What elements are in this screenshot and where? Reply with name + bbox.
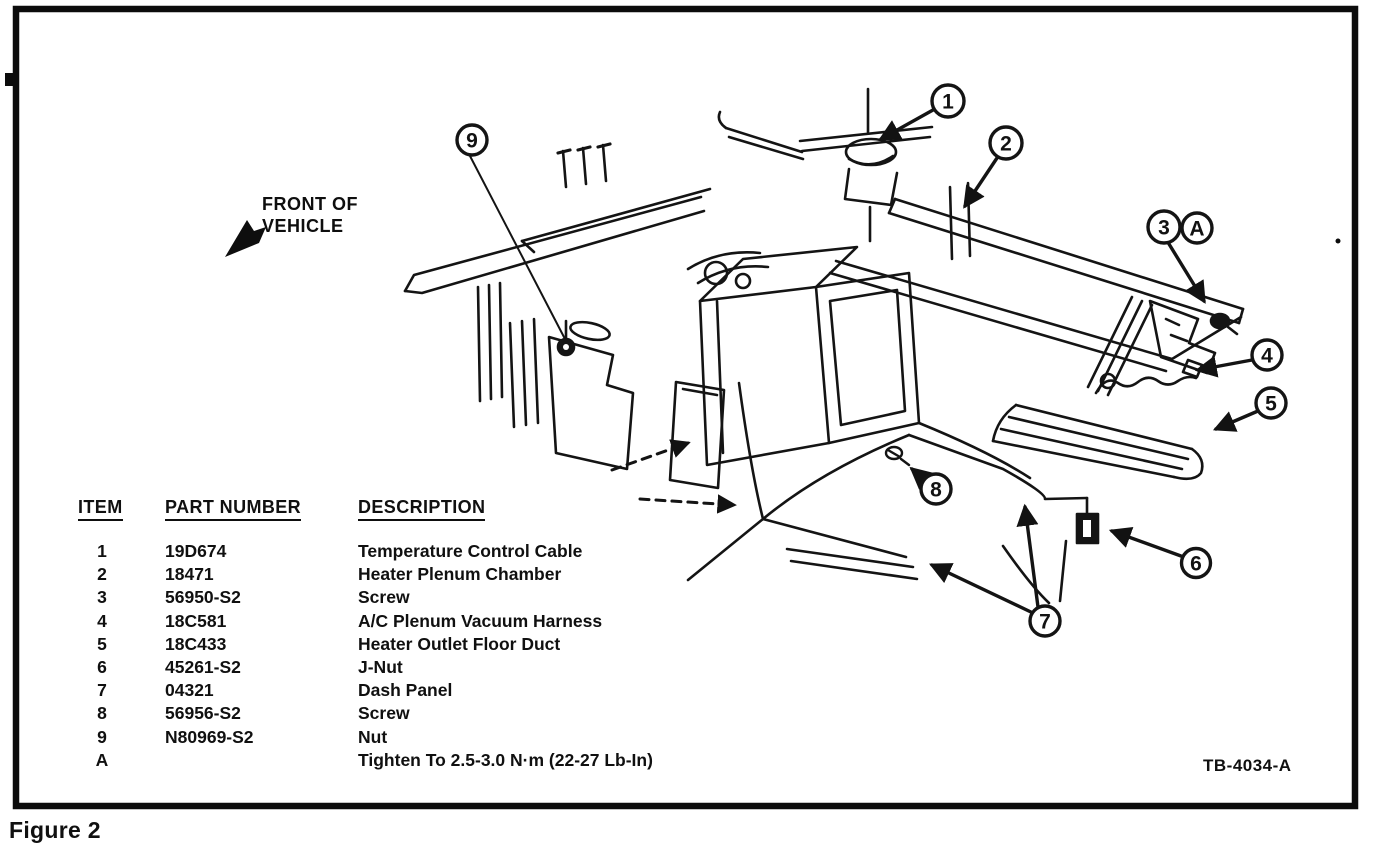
dash-panel-item7: [686, 381, 1089, 605]
callout-2: 2: [988, 125, 1024, 161]
assembly-line-art: [403, 87, 1245, 605]
cell-item: 4: [97, 610, 107, 631]
callout-6: 6: [1179, 546, 1213, 580]
leader-4: [1194, 355, 1254, 378]
header-item: ITEM: [78, 497, 123, 521]
ink-speck: [1335, 238, 1341, 244]
cell-description: Heater Plenum Chamber: [358, 564, 562, 585]
front-of-vehicle-arrow-icon: [225, 220, 266, 257]
cell-description: Temperature Control Cable: [358, 541, 583, 561]
cell-item: 1: [97, 541, 107, 561]
cell-description: J-Nut: [358, 656, 403, 677]
table-row: 1 19D674 Temperature Control Cable: [0, 541, 1376, 564]
cell-description: Screw: [358, 703, 410, 724]
svg-text:4: 4: [1261, 345, 1273, 368]
front-label-line1: FRONT OF: [262, 194, 358, 214]
callout-leaders: [469, 108, 1260, 615]
leader-3: [1167, 242, 1206, 304]
table-row: 4 18C581 A/C Plenum Vacuum Harness: [0, 611, 1376, 634]
cell-item: 6: [97, 656, 107, 677]
cell-part-number: 18C581: [165, 610, 227, 631]
svg-text:9: 9: [466, 130, 478, 153]
cell-part-number: 45261-S2: [165, 656, 241, 677]
cell-part-number: 04321: [165, 680, 214, 701]
cell-part-number: N80969-S2: [165, 726, 254, 747]
header-description: DESCRIPTION: [358, 497, 486, 521]
leader-9: [469, 155, 566, 340]
svg-text:8: 8: [930, 479, 942, 502]
callout-8: 8: [919, 472, 953, 506]
front-label-line2: VEHICLE: [262, 216, 344, 236]
leader-1: [878, 108, 935, 141]
cell-description: Screw: [358, 587, 410, 608]
front-of-vehicle-label: FRONT OF VEHICLE: [262, 193, 358, 237]
cell-description: Nut: [358, 726, 388, 747]
callout-3: 3: [1146, 209, 1182, 245]
callout-A: A: [1180, 211, 1214, 245]
callout-balloons: 1 2 3 A 4 5 6: [455, 83, 1288, 638]
table-row: 8 56956-S2 Screw: [0, 703, 1376, 726]
drawing-number: TB-4034-A: [1203, 756, 1292, 775]
floor-duct-item5: [991, 403, 1204, 481]
j-nut-item6: [1075, 512, 1100, 545]
cell-item: A: [95, 749, 109, 770]
callout-7: 7: [1028, 604, 1062, 638]
cell-item: 8: [97, 703, 107, 724]
callout-9: 9: [455, 123, 489, 157]
cell-item: 5: [97, 633, 107, 654]
leader-2: [963, 156, 999, 209]
leader-5: [1212, 409, 1260, 432]
table-row: 7 04321 Dash Panel: [0, 680, 1376, 703]
table-row: 2 18471 Heater Plenum Chamber: [0, 564, 1376, 587]
screw-bracket-item3: [1148, 299, 1239, 375]
mount-bracket-panel: [547, 319, 635, 471]
temp-control-cable-assembly: [717, 87, 934, 243]
cell-description: A/C Plenum Vacuum Harness: [358, 610, 603, 631]
cell-item: 2: [97, 564, 107, 585]
nut-item9: [556, 337, 576, 357]
cell-part-number: 56956-S2: [165, 703, 241, 724]
svg-text:3: 3: [1158, 217, 1170, 240]
cell-part-number: 56950-S2: [165, 587, 241, 608]
leader-7b: [929, 563, 1035, 615]
cell-item: 7: [97, 680, 107, 701]
svg-text:1: 1: [942, 91, 954, 114]
svg-text:A: A: [1189, 218, 1204, 241]
cowl-hatch-strips: [476, 281, 540, 429]
callout-1: 1: [930, 83, 966, 119]
table-row: 3 56950-S2 Screw: [0, 587, 1376, 610]
callout-4: 4: [1250, 338, 1284, 372]
svg-text:6: 6: [1190, 553, 1202, 576]
svg-text:5: 5: [1265, 393, 1277, 416]
svg-text:7: 7: [1039, 611, 1051, 634]
frame-noise-mark: [5, 73, 14, 86]
header-part-number: PART NUMBER: [165, 497, 302, 521]
dashed-arrows: [610, 439, 737, 514]
table-row: 9 N80969-S2 Nut: [0, 727, 1376, 750]
cell-part-number: 19D674: [165, 541, 227, 561]
leader-7a: [1016, 503, 1040, 609]
svg-text:2: 2: [1000, 133, 1012, 156]
table-row: 6 45261-S2 J-Nut: [0, 657, 1376, 680]
cell-description: Heater Outlet Floor Duct: [358, 633, 561, 654]
screw-item8: [884, 445, 911, 467]
cell-description: Dash Panel: [358, 680, 453, 701]
cowl-top-panel: [403, 142, 712, 295]
callout-5: 5: [1254, 386, 1288, 420]
insulator-pad: [668, 380, 726, 490]
cell-part-number: 18C433: [165, 633, 227, 654]
leader-6: [1108, 527, 1183, 558]
cell-item: 3: [97, 587, 107, 608]
parts-table: 1 19D674 Temperature Control Cable 2 184…: [0, 541, 1376, 773]
heater-plenum-chamber: [828, 181, 1245, 373]
cell-part-number: 18471: [165, 564, 214, 585]
cell-description: Tighten To 2.5-3.0 N·m (22-27 Lb-In): [358, 749, 653, 770]
figure-caption: Figure 2: [9, 817, 101, 843]
table-row: A Tighten To 2.5-3.0 N·m (22-27 Lb-In): [0, 750, 1376, 773]
table-row: 5 18C433 Heater Outlet Floor Duct: [0, 634, 1376, 657]
figure-frame: [5, 5, 1359, 810]
cell-item: 9: [97, 726, 107, 747]
